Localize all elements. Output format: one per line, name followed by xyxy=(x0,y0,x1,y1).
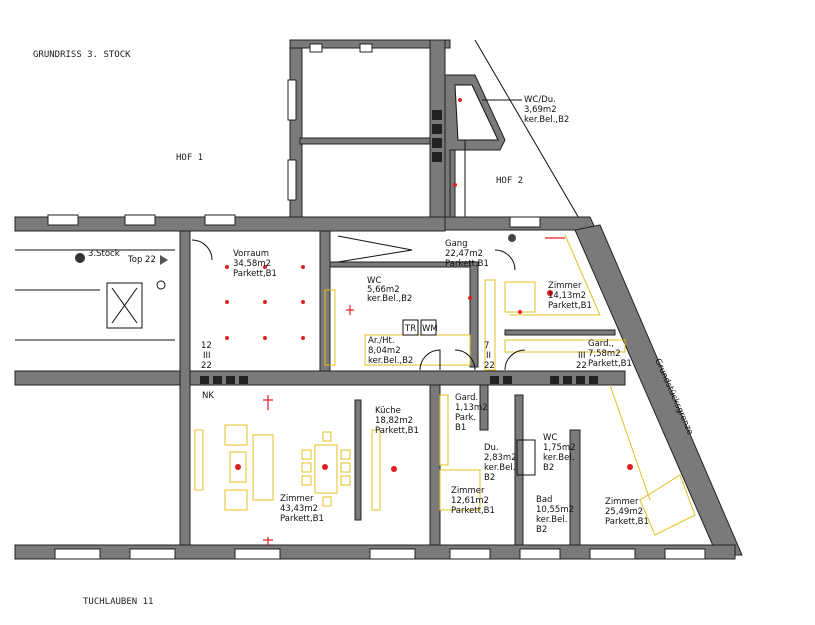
svg-text:II: II xyxy=(486,351,491,361)
svg-text:B2: B2 xyxy=(543,463,554,473)
svg-text:ker.Bel.: ker.Bel. xyxy=(543,453,574,463)
room-label-gang: Gang 22,47m2 Parkett,B1 xyxy=(445,239,489,269)
svg-text:1,75m2: 1,75m2 xyxy=(543,443,576,453)
wm-label: WM xyxy=(422,324,438,334)
svg-text:18,82m2: 18,82m2 xyxy=(375,416,413,426)
svg-text:Zimmer: Zimmer xyxy=(280,494,314,504)
svg-text:Gard.,: Gard., xyxy=(588,339,614,349)
street-label: TUCHLAUBEN 11 xyxy=(83,597,153,607)
annex-wc xyxy=(432,39,581,231)
svg-text:WC/Du.: WC/Du. xyxy=(524,95,556,105)
svg-text:Parkett,B1: Parkett,B1 xyxy=(605,517,649,527)
door-code-right: III 22 xyxy=(576,351,587,371)
svg-text:Bad: Bad xyxy=(536,495,552,505)
room-label-garderobe-7: Gard., 7,58m2 Parkett,B1 xyxy=(588,339,632,369)
svg-text:Parkett,B1: Parkett,B1 xyxy=(548,301,592,311)
svg-text:ker.Bel.: ker.Bel. xyxy=(536,515,567,525)
svg-text:5,66m2: 5,66m2 xyxy=(367,285,400,295)
door-code-mid: 7 II 22 xyxy=(484,341,495,371)
svg-text:22: 22 xyxy=(484,361,495,371)
svg-text:ker.Bel.,B2: ker.Bel.,B2 xyxy=(368,356,413,366)
svg-text:25,49m2: 25,49m2 xyxy=(605,507,643,517)
svg-text:WC: WC xyxy=(543,433,557,443)
doors xyxy=(337,234,526,371)
room-label-bad: Bad 10,55m2 ker.Bel. B2 xyxy=(536,495,574,535)
room-label-abstellraum: Ar./Ht. 8,04m2 ker.Bel.,B2 xyxy=(368,336,413,366)
room-label-zimmer-14: Zimmer 14,13m2 Parkett,B1 xyxy=(548,281,592,311)
svg-text:Zimmer: Zimmer xyxy=(451,486,485,496)
door-code-left: 12 III 22 xyxy=(201,341,212,371)
svg-text:B2: B2 xyxy=(536,525,547,535)
svg-text:8,04m2: 8,04m2 xyxy=(368,346,401,356)
stairwell xyxy=(15,239,336,366)
svg-text:12: 12 xyxy=(201,341,212,351)
svg-text:Küche: Küche xyxy=(375,406,401,416)
svg-text:3,69m2: 3,69m2 xyxy=(524,105,557,115)
svg-text:Parkett,B1: Parkett,B1 xyxy=(280,514,324,524)
svg-text:22,47m2: 22,47m2 xyxy=(445,249,483,259)
room-label-zimmer-43: Zimmer 43,43m2 Parkett,B1 xyxy=(280,494,324,524)
nk-label: NK xyxy=(202,391,214,401)
svg-text:Parkett,B1: Parkett,B1 xyxy=(451,506,495,516)
svg-text:Gang: Gang xyxy=(445,239,468,249)
room-label-dusche: Du. 2,83m2 ker.Bel. B2 xyxy=(484,443,517,483)
svg-text:Zimmer: Zimmer xyxy=(548,281,582,291)
room-label-kueche: Küche 18,82m2 Parkett,B1 xyxy=(375,406,419,436)
svg-text:22: 22 xyxy=(576,361,587,371)
svg-text:WC: WC xyxy=(367,276,381,286)
svg-text:III: III xyxy=(203,351,211,361)
room-label-garderobe-1: Gard. 1,13m2 Park. B1 xyxy=(455,393,488,433)
room-label-wc-1: WC 5,66m2 ker.Bel.,B2 xyxy=(367,276,412,304)
floor-marker: 3.Stock xyxy=(88,249,120,259)
svg-text:2,83m2: 2,83m2 xyxy=(484,453,517,463)
room-label-wc-du: WC/Du. 3,69m2 ker.Bel.,B2 xyxy=(482,95,569,125)
svg-text:34,58m2: 34,58m2 xyxy=(233,259,271,269)
hof1-label: HOF 1 xyxy=(176,153,203,163)
svg-text:Park.: Park. xyxy=(455,413,476,423)
unit-label: Top 22 xyxy=(127,255,156,265)
furniture xyxy=(194,234,696,536)
svg-text:12,61m2: 12,61m2 xyxy=(451,496,489,506)
walls xyxy=(14,214,743,560)
electrical-points xyxy=(225,98,633,545)
svg-text:ker.Bel.,B2: ker.Bel.,B2 xyxy=(367,294,412,304)
svg-text:III: III xyxy=(578,351,586,361)
svg-text:Vorraum: Vorraum xyxy=(233,249,269,259)
svg-text:ker.Bel.,B2: ker.Bel.,B2 xyxy=(524,115,569,125)
svg-text:Parkett,B1: Parkett,B1 xyxy=(588,359,632,369)
room-label-zimmer-12: Zimmer 12,61m2 Parkett,B1 xyxy=(451,486,495,516)
svg-text:7,58m2: 7,58m2 xyxy=(588,349,621,359)
room-label-wc-2: WC 1,75m2 ker.Bel. B2 xyxy=(543,433,576,473)
svg-text:22: 22 xyxy=(201,361,212,371)
svg-text:Zimmer: Zimmer xyxy=(605,497,639,507)
plan-title: GRUNDRISS 3. STOCK xyxy=(33,50,131,60)
svg-text:1,13m2: 1,13m2 xyxy=(455,403,488,413)
svg-text:Gard.: Gard. xyxy=(455,393,478,403)
hof2-label: HOF 2 xyxy=(496,176,523,186)
svg-text:Parkett,B1: Parkett,B1 xyxy=(445,259,489,269)
tr-label: TR xyxy=(404,324,416,334)
svg-text:B2: B2 xyxy=(484,473,495,483)
svg-text:7: 7 xyxy=(484,341,489,351)
svg-text:B1: B1 xyxy=(455,423,466,433)
svg-text:ker.Bel.: ker.Bel. xyxy=(484,463,515,473)
svg-text:43,43m2: 43,43m2 xyxy=(280,504,318,514)
svg-text:Du.: Du. xyxy=(484,443,499,453)
svg-text:Parkett,B1: Parkett,B1 xyxy=(233,269,277,279)
svg-text:Parkett,B1: Parkett,B1 xyxy=(375,426,419,436)
svg-text:14,13m2: 14,13m2 xyxy=(548,291,586,301)
courtyard-building xyxy=(287,39,456,231)
room-label-vorraum: Vorraum 34,58m2 Parkett,B1 xyxy=(233,249,277,279)
room-label-zimmer-25: Zimmer 25,49m2 Parkett,B1 xyxy=(605,497,649,527)
svg-text:10,55m2: 10,55m2 xyxy=(536,505,574,515)
svg-text:Ar./Ht.: Ar./Ht. xyxy=(368,336,395,346)
